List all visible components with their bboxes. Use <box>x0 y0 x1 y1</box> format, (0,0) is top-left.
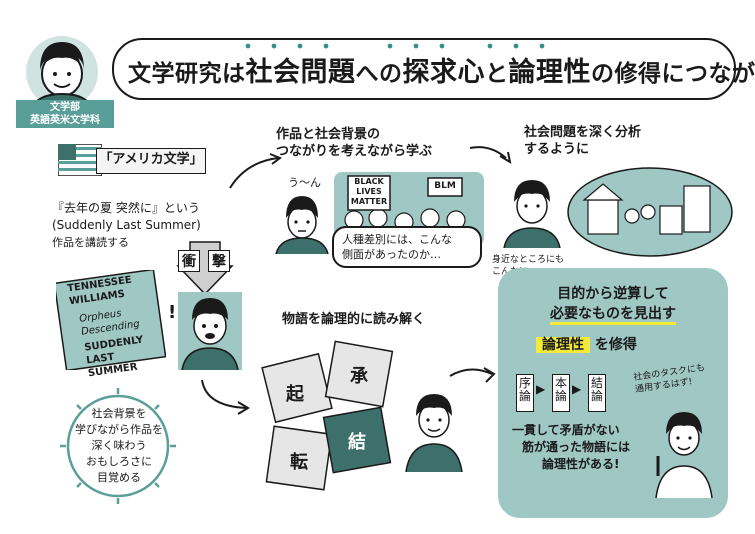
sign1-line3: MATTER <box>350 197 388 206</box>
social-heading: 社会問題を深く分析 するように <box>524 124 724 158</box>
title-part2: への <box>355 61 403 87</box>
arrow-icon: ▶ <box>572 382 582 396</box>
town-thought-bubble <box>566 166 734 258</box>
reading-line1: 『去年の夏 突然に』という <box>52 201 200 215</box>
enjoy-line3: 深く味わう <box>91 439 147 452</box>
context-heading: 作品と社会背景の つながりを考えながら学ぶ <box>276 126 476 160</box>
american-lit-banner: 「アメリカ文学」 <box>96 148 206 174</box>
usa-flag-icon <box>57 143 103 177</box>
title-keyword3: 論理性 <box>508 57 591 88</box>
conclusion-box: 結論 <box>588 374 606 412</box>
reading-line2: (Suddenly Last Summer) <box>52 218 201 232</box>
shock-char2: 撃 <box>208 250 230 272</box>
confident-student-illustration <box>402 388 466 473</box>
title-part3: と <box>485 61 509 87</box>
arrow-icon: ▶ <box>536 382 546 396</box>
surprised-student-illustration <box>178 292 242 371</box>
title-keyword2: 探求心 <box>402 57 485 88</box>
blm-sign-text: BLACK LIVES MATTER <box>350 177 388 207</box>
hmm-text: う〜ん <box>288 176 321 189</box>
title-frame <box>112 38 736 100</box>
pointing-student-illustration <box>648 406 718 499</box>
puzzle-piece-ketsu: 結 <box>348 432 366 453</box>
panel-line2: 必要なものを見出す <box>510 304 716 325</box>
body-box: 本論 <box>552 374 570 412</box>
american-lit-label: 「アメリカ文学」 <box>99 152 203 167</box>
logic-highlight: 論理性 <box>536 337 590 353</box>
panel-bottom-text: 一貫して矛盾がない 筋が通った物語には 論理性がある! <box>512 422 652 473</box>
context-heading-line2: つながりを考えながら学ぶ <box>276 144 433 159</box>
title-keyword1: 社会問題 <box>245 57 356 88</box>
dept-line2: 英語英米文学科 <box>30 115 100 126</box>
exclamation-icon: ! <box>168 302 177 323</box>
intro-box: 序論 <box>516 374 534 412</box>
dept-line1: 文学部 <box>50 102 80 113</box>
thinking-student-illustration <box>274 192 330 255</box>
title-part4: の修得につながる! <box>591 61 755 87</box>
realization-speech-bubble: 人種差別には、こんな 側面があったのか… <box>332 226 482 268</box>
enjoy-line5: 目覚める <box>97 471 141 484</box>
panel-acquire-suffix: を修得 <box>594 337 637 353</box>
puzzle-piece-sho: 承 <box>350 366 368 387</box>
logic-heading: 物語を論理的に読み解く <box>282 312 426 327</box>
department-badge: 文学部 英語英米文学科 <box>16 100 114 128</box>
enjoy-line2: 学びながら作品を <box>75 423 163 436</box>
puzzle-pieces: 起 承 転 結 <box>254 336 404 504</box>
social-note-line1: 身近なところにも <box>492 255 565 265</box>
bottom-line1: 一貫して矛盾がない <box>512 423 620 437</box>
arrow-to-context <box>229 153 283 189</box>
sign1-line2: LIVES <box>356 187 382 196</box>
bottom-line3: 論理性がある! <box>542 457 620 471</box>
puzzle-piece-ten: 転 <box>290 452 308 473</box>
page-title: 文学研究は社会問題への探求心と論理性の修得につながる! <box>128 50 755 89</box>
panel-line1: 目的から逆算して <box>557 286 669 302</box>
bubble-line2: 側面があったのか… <box>342 248 441 261</box>
bottom-line2: 筋が通った物語には <box>522 440 631 454</box>
enjoy-sun-circle: 社会背景を 学びながら作品を 深く味わう おもしろさに 目覚める <box>58 386 178 506</box>
book-stack: TENNESSEE WILLIAMS Orpheus Descending SU… <box>56 270 166 379</box>
reading-description: 『去年の夏 突然に』という (Suddenly Last Summer) 作品を… <box>52 200 252 251</box>
enjoy-line4: おもしろさに <box>86 455 152 468</box>
enjoy-text: 社会背景を 学びながら作品を 深く味わう おもしろさに 目覚める <box>74 406 164 486</box>
arrow-to-logic <box>201 379 250 415</box>
bubble-line1: 人種差別には、こんな <box>342 233 452 246</box>
arrow-to-social <box>469 146 512 165</box>
blm-small-sign: BLM <box>434 181 456 191</box>
social-heading-line1: 社会問題を深く分析 <box>524 125 642 140</box>
analyzing-student-illustration <box>500 174 564 249</box>
panel-acquire-line: 論理性 を修得 <box>536 334 637 354</box>
arrow-to-panel <box>449 367 496 383</box>
puzzle-piece-ki: 起 <box>286 384 304 405</box>
panel-heading: 目的から逆算して 必要なものを見出す <box>510 284 716 325</box>
student-avatar <box>18 30 106 111</box>
panel-line2-text: 必要なものを見出す <box>550 306 676 325</box>
reading-line3: 作品を講読する <box>52 236 129 249</box>
social-heading-line2: するように <box>524 142 590 157</box>
enjoy-line1: 社会背景を <box>91 407 147 420</box>
sign1-line1: BLACK <box>354 177 384 186</box>
emphasis-dots <box>245 43 545 49</box>
context-heading-line1: 作品と社会背景の <box>276 127 381 142</box>
title-part1: 文学研究は <box>128 61 246 87</box>
shock-char1: 衝 <box>178 250 200 272</box>
